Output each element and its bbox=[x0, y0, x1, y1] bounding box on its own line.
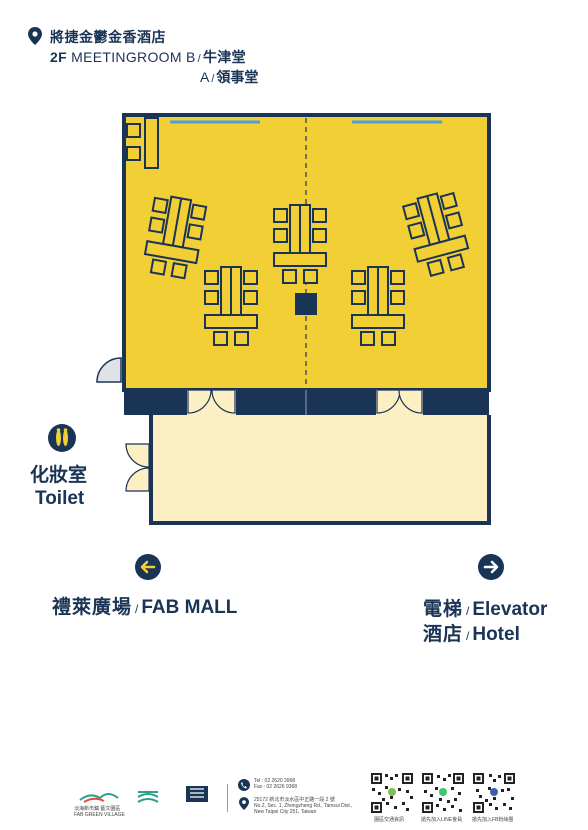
partition-panel bbox=[423, 390, 489, 415]
phone-icon bbox=[238, 779, 250, 791]
qr-label-line: 搶先加入LINE會員 bbox=[421, 817, 463, 823]
elevator-cn: 電梯 bbox=[423, 599, 464, 620]
separator: / bbox=[211, 73, 215, 85]
qr-code-transport[interactable] bbox=[370, 772, 414, 814]
address-en-2: New Taipei City 251, Taiwan bbox=[254, 809, 317, 815]
arrow-right-icon bbox=[478, 554, 504, 580]
room-b-label: MEETINGROOM B bbox=[71, 49, 196, 65]
logo-caption-2: FAB GREEN VILLAGE bbox=[74, 812, 125, 818]
qr-code-line[interactable] bbox=[421, 772, 465, 814]
floor-label: 2F bbox=[50, 49, 67, 65]
direction-elevator: 電梯/Elevator bbox=[423, 594, 547, 621]
qr-label-transport: 園區交通資訊 bbox=[374, 817, 405, 823]
partition-panel bbox=[124, 390, 187, 415]
fab-mall-cn: 禮萊廣場 bbox=[52, 597, 133, 618]
separator: / bbox=[135, 602, 139, 616]
wave-logo bbox=[137, 791, 159, 803]
chair bbox=[126, 146, 141, 161]
footer-divider bbox=[227, 784, 228, 812]
toilet-icon bbox=[48, 424, 76, 452]
elevator-en: Elevator bbox=[472, 599, 548, 620]
address-en-1: No.2, Sec. 1, Zhongzheng Rd., Tamsui Dis… bbox=[254, 803, 353, 809]
direction-fab-mall: 禮萊廣場/FAB MALL bbox=[52, 592, 237, 619]
hotel-name: 將捷金鬱金香酒店 bbox=[50, 29, 166, 45]
logo-caption-1: 淡海新市鎮 藝文園區 bbox=[74, 806, 121, 812]
hotel-en: Hotel bbox=[472, 624, 520, 645]
location-pin-icon bbox=[28, 27, 42, 45]
arrow-left-icon bbox=[135, 554, 161, 580]
side-door bbox=[96, 357, 122, 383]
tel-text: Tel : 02 2620 3968 bbox=[254, 778, 296, 784]
separator: / bbox=[466, 629, 470, 643]
location-pin-icon bbox=[239, 797, 249, 810]
toilet-door bbox=[125, 443, 150, 492]
toilet-label-cn: 化妝室 bbox=[30, 465, 88, 486]
room-b-line: 2F MEETINGROOM B/牛津堂 bbox=[50, 47, 246, 67]
footer-logos bbox=[79, 786, 208, 803]
room-a-line: A/領事堂 bbox=[200, 67, 258, 87]
room-a-label: A bbox=[200, 69, 210, 85]
double-door bbox=[187, 389, 236, 414]
village-logo bbox=[79, 793, 119, 803]
toilet-label-en: Toilet bbox=[35, 488, 85, 509]
chair bbox=[126, 123, 141, 138]
side-counter bbox=[144, 117, 159, 169]
address-cn: 25172 新北市淡水區中正路一段 2 號 bbox=[254, 797, 335, 803]
hotel-cn: 酒店 bbox=[423, 624, 464, 645]
golden-tulip-logo bbox=[186, 786, 208, 802]
direction-hotel: 酒店/Hotel bbox=[423, 619, 520, 646]
separator: / bbox=[197, 53, 201, 65]
corridor bbox=[151, 415, 489, 523]
double-door bbox=[376, 389, 423, 414]
room-b-name: 牛津堂 bbox=[202, 49, 246, 65]
floor-plan bbox=[96, 113, 491, 525]
fax-text: Fax : 02 2626 9368 bbox=[254, 784, 298, 790]
pillar bbox=[295, 293, 317, 315]
fab-mall-en: FAB MALL bbox=[141, 597, 238, 618]
separator: / bbox=[466, 604, 470, 618]
qr-code-facebook[interactable] bbox=[472, 772, 516, 814]
qr-label-facebook: 搶先加入FB粉絲團 bbox=[472, 817, 514, 823]
room-a-name: 領事堂 bbox=[216, 69, 259, 85]
